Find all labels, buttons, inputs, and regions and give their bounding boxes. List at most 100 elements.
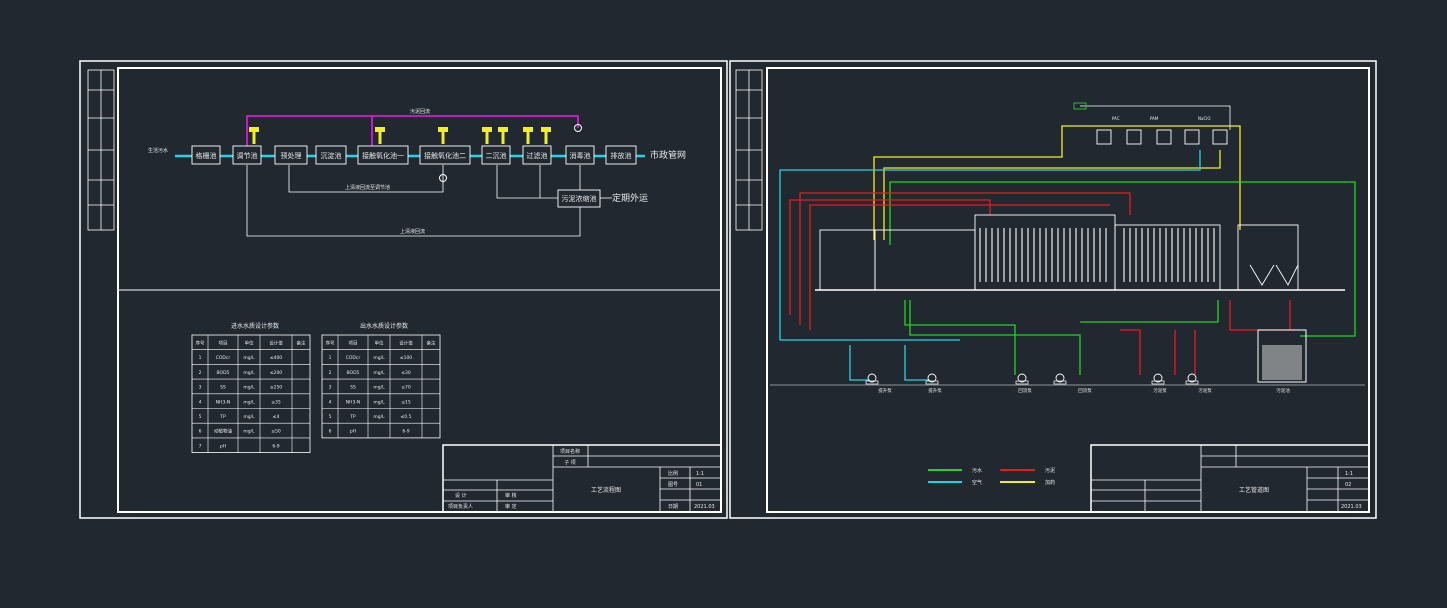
table-header-cell: 项目 (349, 341, 358, 347)
legend-sludge-label: 污泥 (1045, 467, 1055, 474)
table-cell: 2 (199, 370, 202, 376)
table-header-cell: 备注 (427, 340, 436, 347)
process-box-label: 过滤池 (527, 151, 548, 160)
right-side-strip (735, 69, 763, 231)
process-box-7: 二沉池 (481, 145, 511, 165)
equipment-label: 污泥池 (1276, 387, 1290, 394)
bottom-loop-label: 上清液回流 (400, 228, 425, 235)
tb-no-label: 图号 (668, 482, 678, 488)
inlet-label: 生活污水 (148, 147, 168, 154)
table-cell: mg/L (243, 414, 255, 420)
table-cell: CODcr (346, 355, 361, 361)
rtb-date: 2021.03 (1341, 504, 1362, 510)
table-cell: 7 (199, 443, 202, 449)
table-cell: ≤0.5 (401, 414, 412, 420)
tb-checker: 审 核 (505, 492, 517, 499)
table-cell: mg/L (373, 355, 385, 361)
tb-scale-label: 比例 (668, 470, 678, 477)
table-cell: SS (350, 385, 356, 391)
process-box-4: 沉淀池 (315, 145, 347, 165)
mid-loop-label: 上清液回流至调节池 (345, 184, 390, 191)
table-cell: SS (220, 385, 226, 391)
table-cell: ≤200 (270, 370, 282, 376)
table-cell: mg/L (243, 355, 255, 361)
table1-title: 进水水质设计参数 (231, 322, 279, 330)
tb-designer: 设 计 (455, 492, 467, 499)
tb-no: 01 (696, 482, 702, 488)
legend-air-label: 空气 (972, 479, 982, 486)
rtb-scale: 1:1 (1345, 471, 1353, 477)
process-box-label: 沉淀池 (321, 151, 342, 160)
table-header-cell: 备注 (297, 340, 306, 347)
table-header-cell: 设计值 (269, 340, 283, 347)
tb-owner: 项目负责人 (448, 503, 473, 510)
left-sheet-border (79, 60, 728, 519)
table-cell: 6-9 (272, 443, 279, 449)
dosing-marker-icon (498, 127, 508, 144)
table-cell: 5 (329, 414, 332, 420)
table-cell: NH3-N (216, 399, 231, 405)
process-box-label: 调节池 (237, 151, 258, 160)
sludge-pit-fill (1262, 345, 1302, 380)
table-cell: 6 (199, 429, 202, 435)
table-cell: 4 (199, 399, 202, 405)
table-cell: 4 (329, 399, 332, 405)
process-box-9: 消毒池 (565, 145, 595, 165)
table-cell: mg/L (373, 385, 385, 391)
tank-row (815, 214, 1345, 291)
dosing-pam: PAM (1150, 116, 1159, 121)
table-cell: ≤50 (271, 429, 281, 435)
process-box-label: 接触氧化池二 (424, 151, 466, 160)
dosing-tanks (1073, 102, 1228, 145)
table-cell: ≤400 (270, 355, 282, 361)
table-cell: 1 (329, 355, 332, 361)
process-box-6: 接触氧化池二 (419, 145, 471, 165)
pump-icon (1015, 373, 1029, 385)
equipment-label: 回流泵 (1018, 387, 1032, 394)
table-cell: 1 (199, 355, 202, 361)
process-box-2: 调节池 (232, 145, 262, 165)
equipment-label: 污泥泵 (1153, 387, 1167, 394)
table-cell: 6-9 (402, 429, 409, 435)
table-cell: mg/L (373, 399, 385, 405)
equipment-label: 提升泵 (878, 387, 892, 394)
table-cell: TP (349, 414, 356, 420)
sludge-box (557, 189, 601, 208)
table-cell: CODcr (216, 355, 231, 361)
process-box-label: 二沉池 (486, 151, 507, 160)
equipment-label: 污泥泵 (1198, 387, 1212, 394)
legend-water-label: 污水 (972, 467, 982, 474)
table-cell: BOD5 (347, 370, 360, 376)
mid-loop-line (288, 165, 444, 193)
table-cell: 3 (329, 385, 332, 391)
process-box-10: 排放池 (605, 145, 637, 165)
bottom-loop-line (246, 165, 581, 237)
table-cell: mg/L (373, 370, 385, 376)
pump-icon (925, 373, 939, 385)
table-cell: 5 (199, 414, 202, 420)
pump-icon (1053, 373, 1067, 385)
table-cell: ≤35 (271, 399, 281, 405)
table-cell: ≤100 (400, 355, 412, 361)
process-box-3: 预处理 (274, 145, 308, 165)
blower-icon (574, 124, 582, 132)
pump-icon (1185, 373, 1199, 385)
table-cell: mg/L (243, 399, 255, 405)
left-title-block (442, 444, 722, 513)
dosing-marker-icon (375, 127, 385, 144)
table2-title: 出水水质设计参数 (360, 322, 408, 330)
rtb-no: 02 (1345, 482, 1351, 488)
dosing-marker-icon (438, 127, 448, 144)
tb-approver: 审 定 (505, 503, 517, 510)
table-header-cell: 单位 (245, 340, 254, 347)
tb-project: 项目名称 (560, 448, 580, 455)
rtb-drawing: 工艺管道图 (1239, 486, 1269, 494)
process-box-1: 格栅池 (191, 145, 221, 165)
process-box-8: 过滤池 (522, 145, 552, 165)
pump-icon (1151, 373, 1165, 385)
dosing-pac: PAC (1112, 116, 1120, 121)
process-box-label: 预处理 (281, 151, 302, 160)
legend-dosing-label: 加药 (1045, 479, 1055, 486)
